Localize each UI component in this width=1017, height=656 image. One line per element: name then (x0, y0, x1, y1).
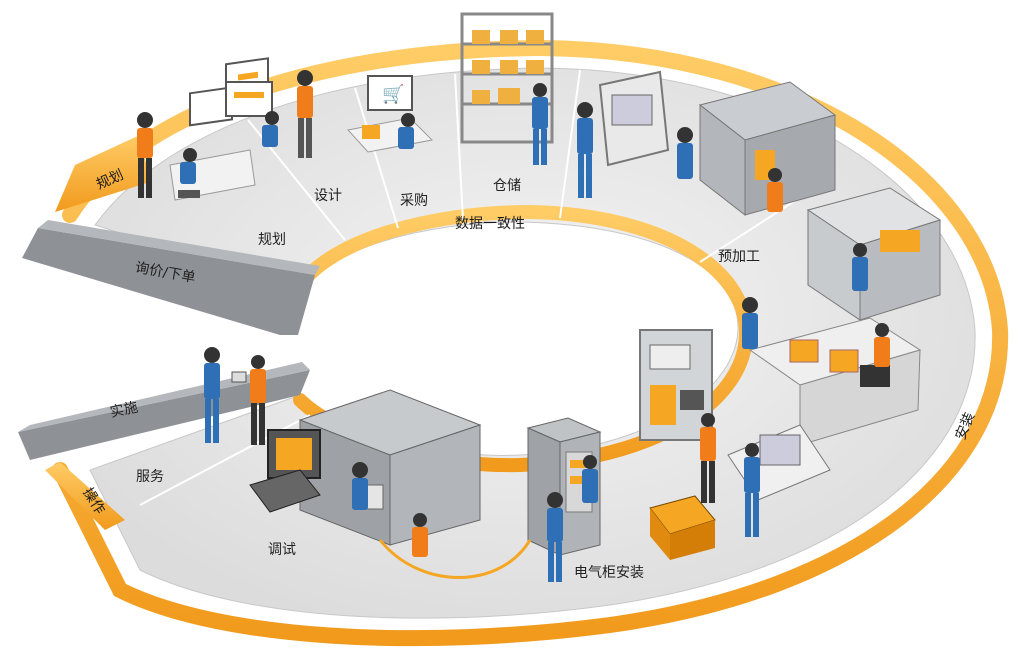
design-station (225, 70, 313, 158)
orange-tool-box (649, 495, 716, 560)
inquiry-band-top (38, 220, 320, 275)
outer-orange-rim (52, 39, 1009, 647)
design-label: 设计 (314, 188, 342, 204)
electrical-cabinet (526, 417, 602, 582)
implement-label: 实施 (109, 399, 140, 420)
commissioning-machine (298, 389, 482, 557)
tool-rack (639, 329, 713, 441)
planning-label: 规划 (258, 232, 286, 248)
operate-band (45, 462, 125, 530)
tool-rack-worker (700, 413, 716, 503)
wire-processing-machine (806, 187, 942, 321)
automation-cell (677, 81, 837, 217)
preprocess-table (577, 70, 670, 198)
inquiry-band (22, 228, 315, 335)
planner-worker (137, 112, 153, 198)
seated-planner (178, 148, 200, 198)
tablet-station (727, 424, 831, 537)
commissioning-cable (378, 539, 532, 579)
commissioning-label: 调试 (268, 542, 296, 558)
implement-band (18, 370, 310, 460)
service-label: 服务 (136, 469, 164, 485)
svg-text:🛒: 🛒 (382, 83, 404, 105)
cabinet-install-label: 电气柜安装 (574, 565, 644, 581)
open-tool-case (249, 429, 321, 513)
assembly-bench (742, 297, 922, 446)
purchase-station: 🛒 (347, 75, 434, 153)
warehouse-label: 仓储 (493, 178, 521, 194)
preprocess-label: 预加工 (718, 249, 760, 265)
warehouse-shelf (460, 12, 554, 165)
planning-band (55, 135, 150, 212)
service-workers (204, 347, 266, 445)
data-consistency-label: 数据一致性 (455, 216, 525, 232)
purchase-label: 采购 (400, 193, 428, 209)
